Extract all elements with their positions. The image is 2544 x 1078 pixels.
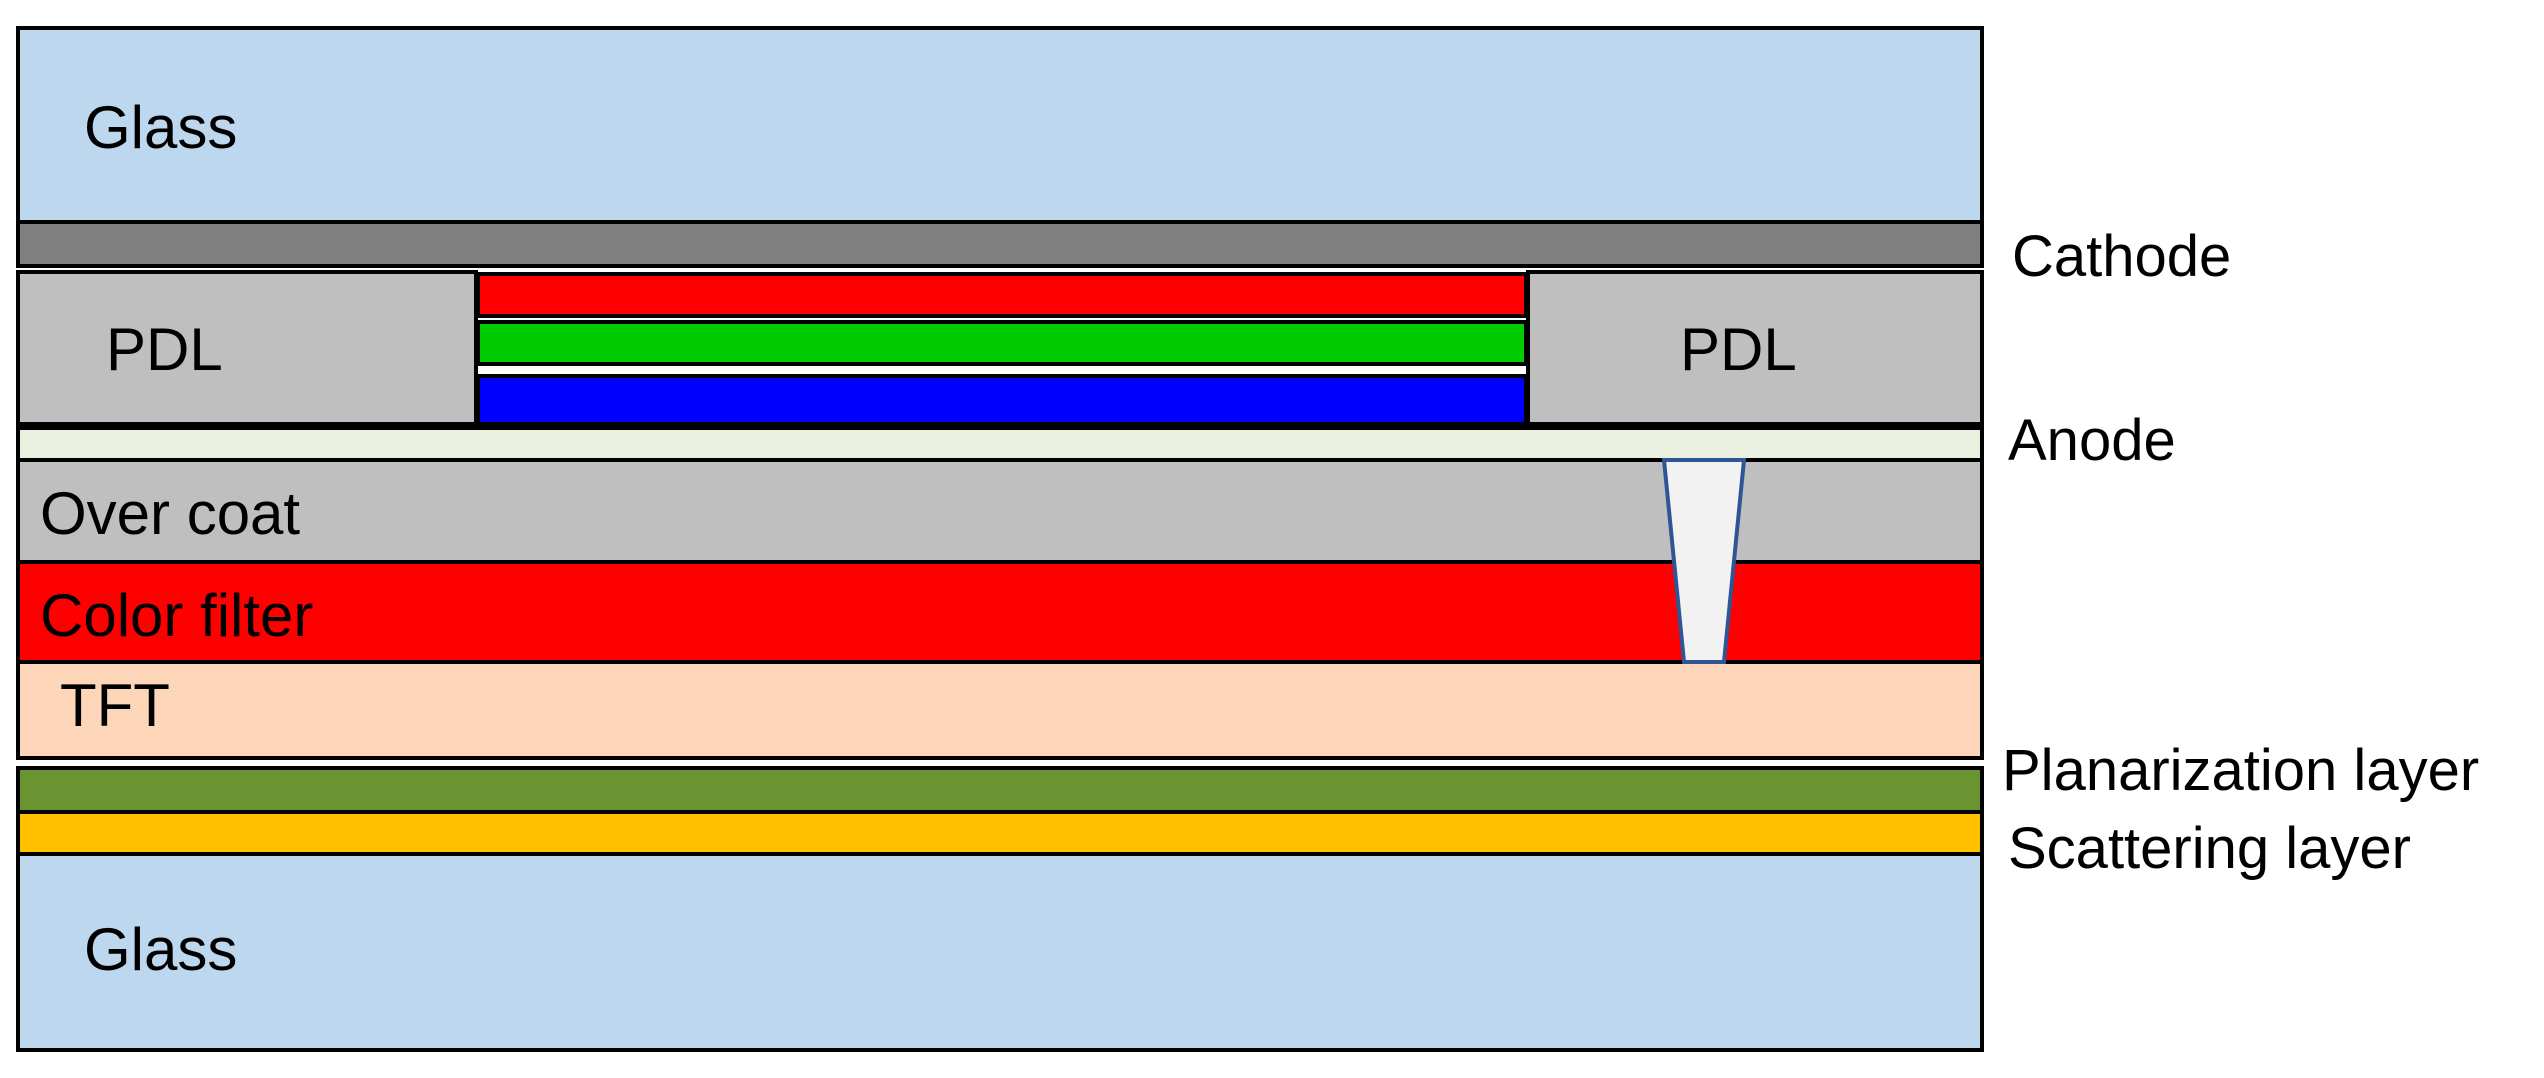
planarization-layer (16, 766, 1984, 814)
scattering-label: Scattering layer (2008, 816, 2411, 881)
pdl-right-block (1526, 270, 1984, 426)
top-glass-label: Glass (84, 94, 237, 161)
tft-layer (16, 660, 1984, 760)
via-hole (1661, 458, 1747, 664)
over-coat-layer (16, 458, 1984, 564)
anode-layer (16, 426, 1984, 462)
planarization-label: Planarization layer (2002, 738, 2479, 803)
pdl-right-label: PDL (1680, 316, 1797, 383)
emitter-green-layer (476, 320, 1528, 366)
color-filter-layer (16, 560, 1984, 664)
pdl-left-block (16, 270, 478, 426)
tft-label: TFT (60, 672, 170, 739)
emitter-blue-layer (476, 374, 1528, 426)
emitter-red-layer (476, 272, 1528, 318)
over-coat-label: Over coat (40, 480, 300, 547)
pdl-left-label: PDL (106, 316, 223, 383)
bottom-glass-label: Glass (84, 916, 237, 983)
anode-label: Anode (2008, 408, 2176, 473)
cathode-label: Cathode (2012, 224, 2231, 289)
cathode-layer (16, 220, 1984, 268)
top-glass-layer (16, 26, 1984, 224)
scattering-layer (16, 810, 1984, 856)
color-filter-label: Color filter (40, 582, 313, 649)
bottom-glass-layer (16, 852, 1984, 1052)
